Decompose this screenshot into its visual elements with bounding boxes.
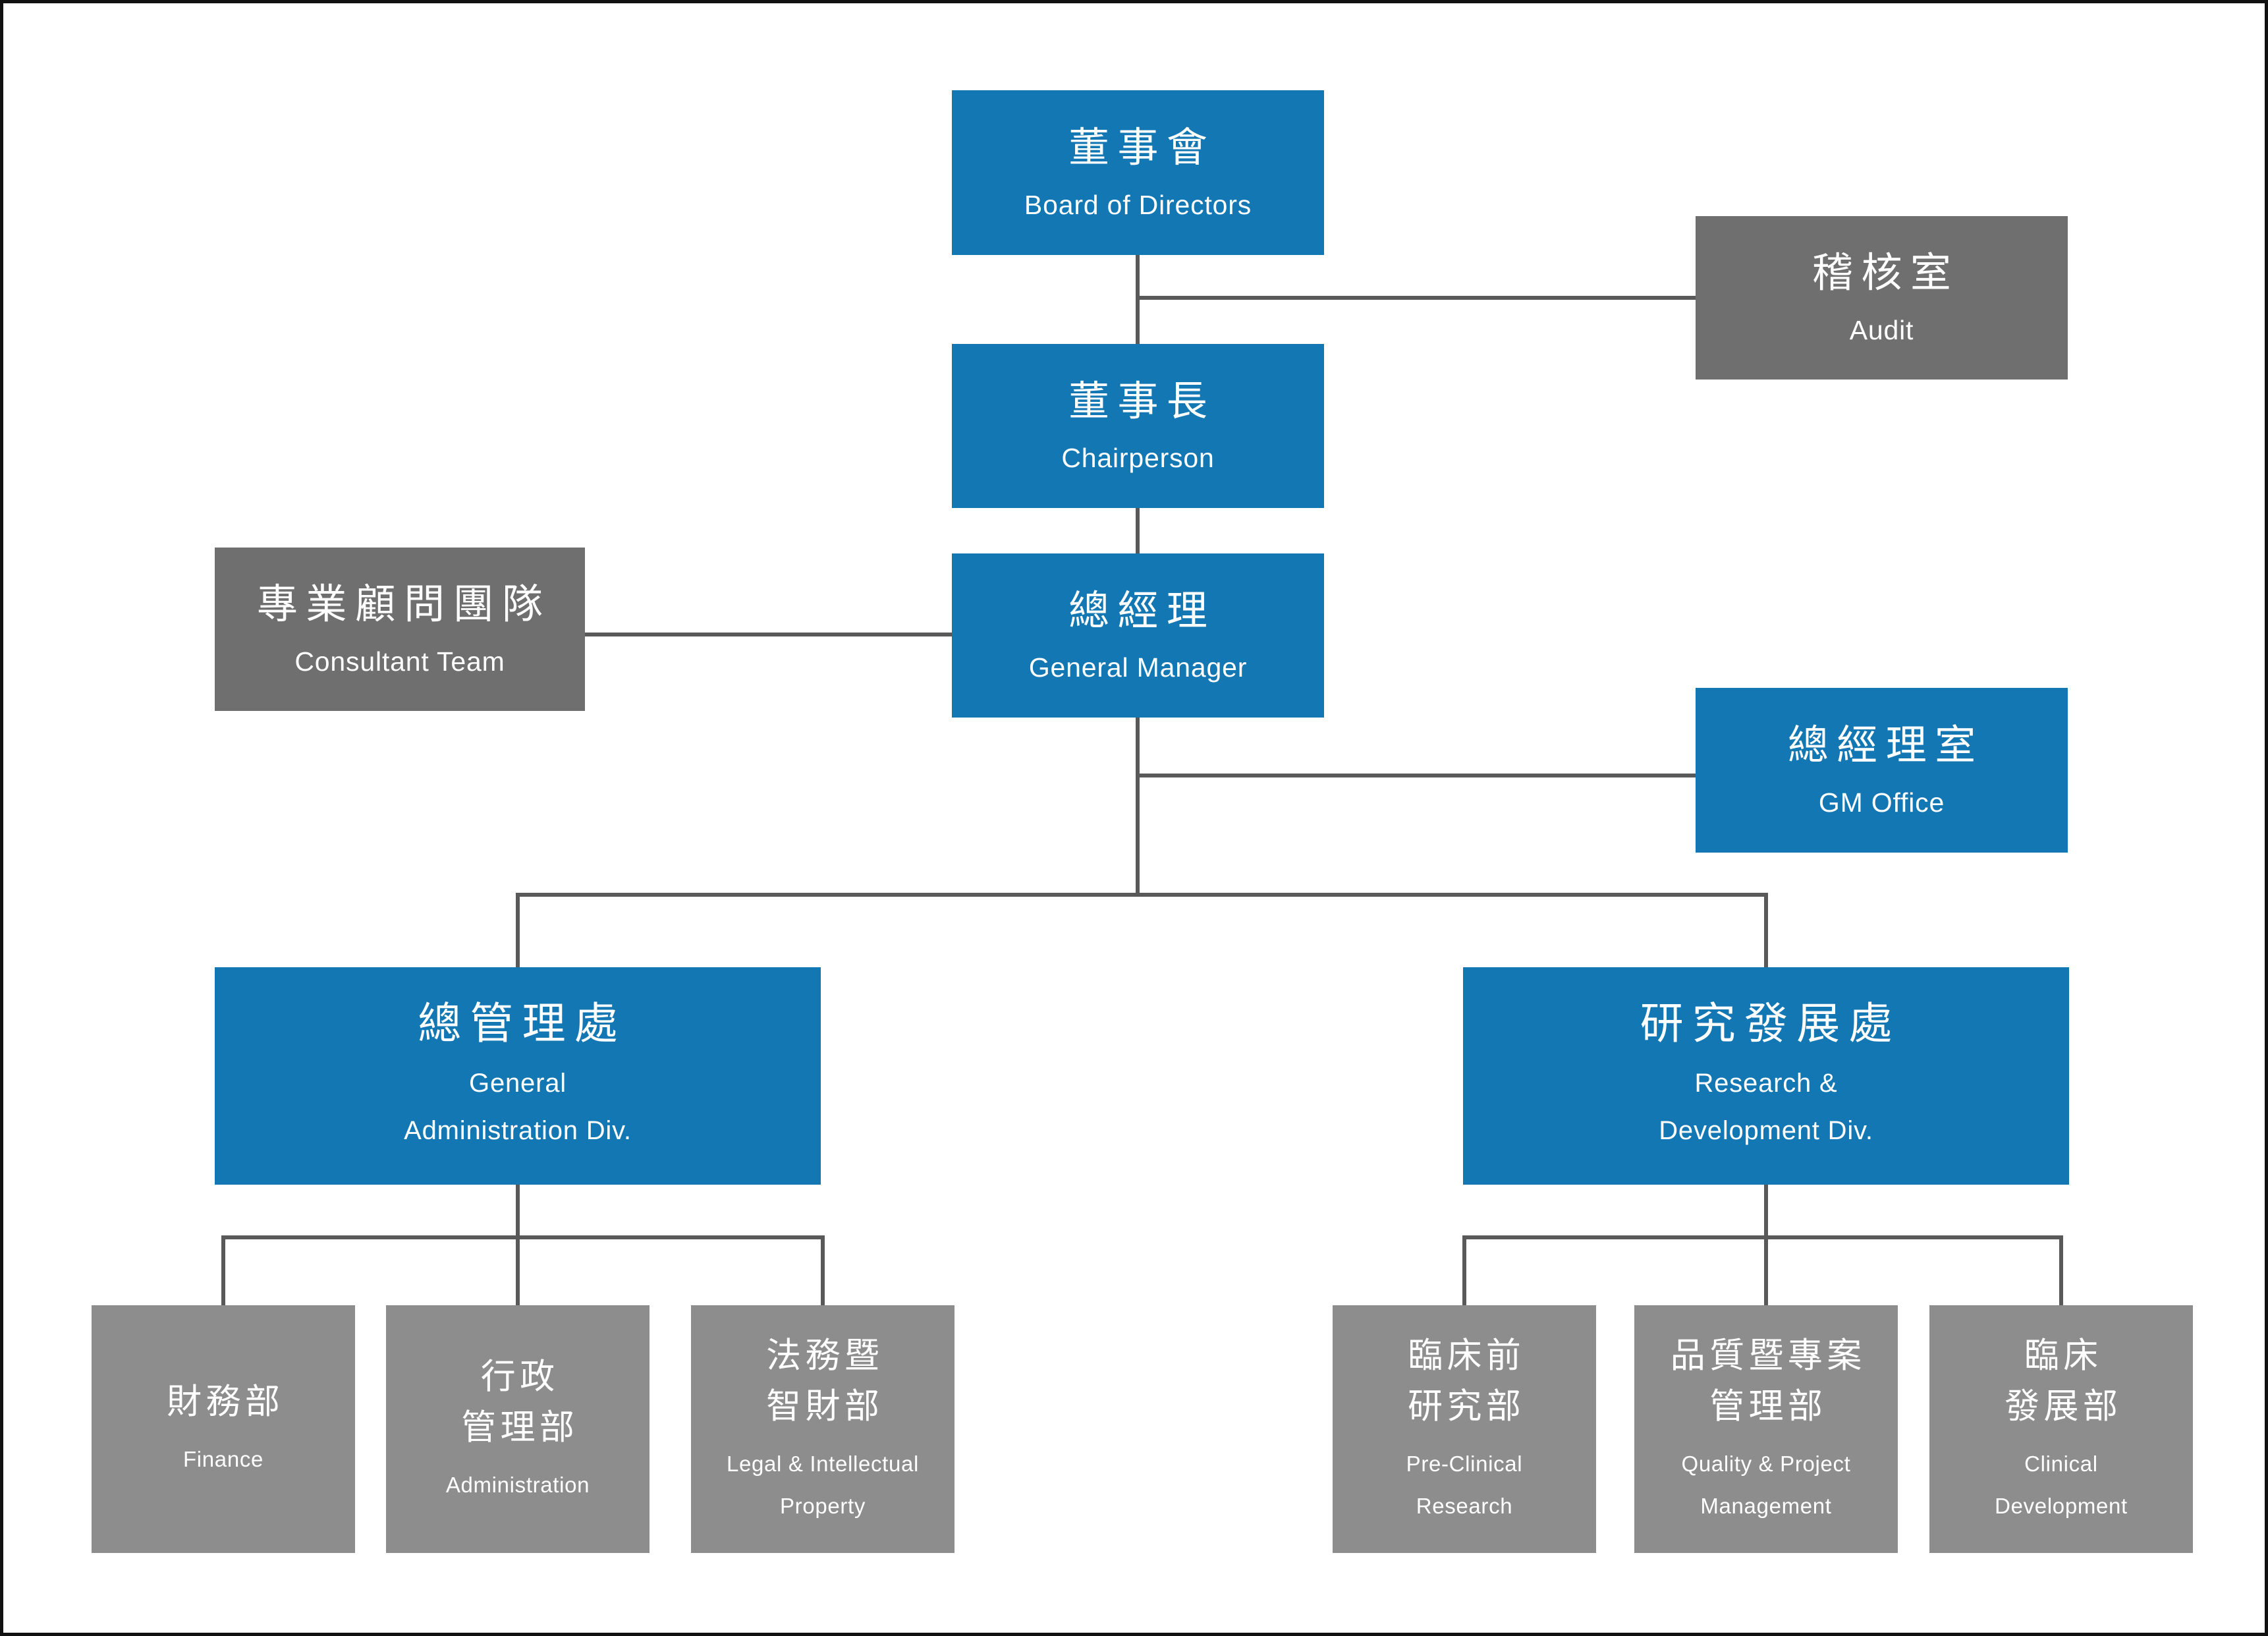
connector-right-bus [1462, 1235, 2063, 1239]
audit-zh-label: 稽核室 [1812, 250, 1960, 296]
org-node-audit: 稽核室 Audit [1696, 216, 2068, 380]
connector-division-bus [516, 893, 1768, 897]
org-node-consultant-team: 專業顧問團隊 Consultant Team [215, 548, 585, 711]
chairperson-en-label: Chairperson [1061, 443, 1215, 474]
org-node-research-development-div: 研究發展處 Research &Development Div. [1463, 967, 2069, 1185]
connector-gad-stem [516, 1185, 520, 1237]
legal-ip-zh-label: 法務暨智財部 [766, 1336, 884, 1426]
gm-office-zh-label: 總經理室 [1787, 723, 1984, 769]
connector-rdd-drop [1764, 893, 1768, 967]
org-node-general-manager: 總經理 General Manager [952, 553, 1324, 718]
org-node-board-of-directors: 董事會 Board of Directors [952, 90, 1324, 255]
consultant-en-label: Consultant Team [294, 646, 505, 677]
finance-zh-label: 財務部 [167, 1382, 285, 1422]
consultant-zh-label: 專業顧問團隊 [256, 582, 551, 628]
connector-finance-drop [221, 1235, 225, 1305]
connector-gmoffice-branch [1136, 774, 1696, 777]
connector-audit-branch [1136, 296, 1696, 300]
connector-administration-drop [516, 1235, 520, 1305]
connector-gm-trunk [1136, 718, 1140, 897]
connector-clinical-drop [2059, 1235, 2063, 1305]
board-zh-label: 董事會 [1068, 125, 1216, 171]
general-admin-div-zh-label: 總管理處 [418, 999, 626, 1048]
board-en-label: Board of Directors [1024, 189, 1252, 220]
connector-legal-drop [821, 1235, 825, 1305]
connector-consultant-gm [585, 633, 952, 636]
audit-en-label: Audit [1849, 314, 1914, 345]
gm-office-en-label: GM Office [1818, 787, 1945, 818]
administration-en-label: Administration [445, 1472, 590, 1497]
rd-div-en-label: Research &Development Div. [1659, 1068, 1873, 1145]
chairperson-zh-label: 董事長 [1068, 378, 1216, 424]
connector-rdd-stem [1764, 1185, 1768, 1237]
rd-div-zh-label: 研究發展處 [1640, 999, 1901, 1048]
org-node-chairperson: 董事長 Chairperson [952, 344, 1324, 508]
administration-zh-label: 行政管理部 [461, 1357, 579, 1447]
org-node-finance: 財務部 Finance [92, 1305, 355, 1553]
org-node-administration: 行政管理部 Administration [386, 1305, 650, 1553]
preclinical-zh-label: 臨床前研究部 [1408, 1336, 1526, 1426]
org-node-gm-office: 總經理室 GM Office [1696, 688, 2068, 853]
connector-quality-drop [1764, 1235, 1768, 1305]
connector-gad-drop [516, 893, 520, 967]
general-manager-zh-label: 總經理 [1068, 588, 1216, 634]
connector-left-bus [221, 1235, 825, 1239]
general-manager-en-label: General Manager [1028, 652, 1248, 683]
clinical-dev-zh-label: 臨床發展部 [2005, 1336, 2122, 1426]
connector-preclinical-drop [1462, 1235, 1466, 1305]
finance-en-label: Finance [182, 1447, 264, 1472]
quality-pm-zh-label: 品質暨專案管理部 [1670, 1336, 1866, 1426]
connector-chairperson-gm [1136, 508, 1140, 553]
